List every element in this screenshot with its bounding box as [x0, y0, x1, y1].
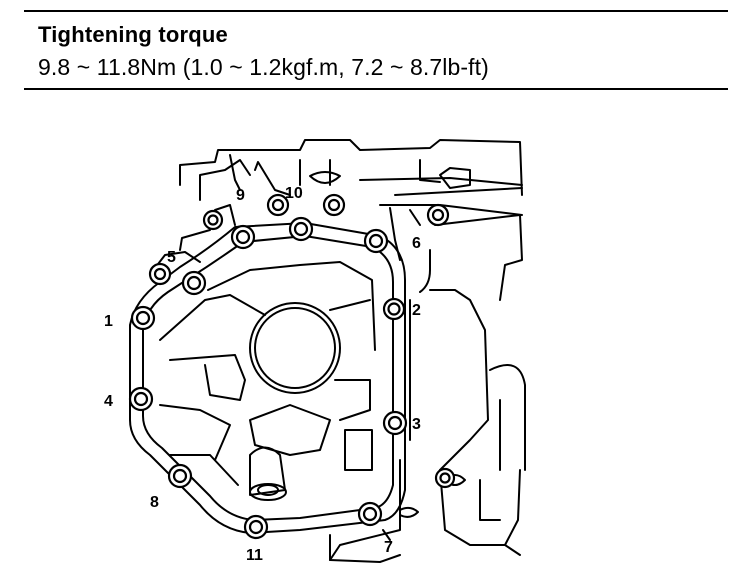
bolt-label-3: 3 — [412, 416, 421, 433]
bolt-label-11: 11 — [246, 547, 263, 564]
oil-pan-outline — [129, 204, 406, 534]
bolt-7 — [357, 501, 383, 527]
bolt-6 — [363, 228, 389, 254]
bolt-label-10: 10 — [285, 185, 303, 202]
bolt-2 — [382, 297, 406, 321]
bolt-5 — [181, 270, 207, 296]
bolt-10c — [322, 193, 346, 217]
bolt-label-4: 4 — [104, 393, 113, 410]
bolt-3 — [382, 410, 408, 436]
bolt-label-5: 5 — [167, 249, 176, 266]
bolt-6b — [426, 203, 450, 227]
bolt-extra — [434, 467, 456, 489]
bolt-label-9: 9 — [236, 187, 245, 204]
bolt-5b — [148, 262, 172, 286]
bolt-8 — [167, 463, 193, 489]
bolt-11 — [243, 514, 269, 540]
bolt-label-8: 8 — [150, 494, 159, 511]
bolt-1 — [130, 305, 156, 331]
bolt-9b — [202, 209, 224, 231]
bolts — [128, 193, 456, 540]
bolt-10 — [288, 216, 314, 242]
leader-line-7 — [382, 529, 391, 541]
bolt-label-1: 1 — [104, 313, 113, 330]
bolt-4 — [128, 386, 154, 412]
engine-block-outline — [179, 139, 526, 563]
spec-title: Tightening torque — [38, 22, 228, 47]
bolt-10b — [266, 193, 290, 217]
bolt-label-6: 6 — [412, 235, 421, 252]
bolt-label-2: 2 — [412, 302, 421, 319]
bolt-label-7: 7 — [384, 539, 393, 556]
torque-value: 9.8 ~ 11.8Nm (1.0 ~ 1.2kgf.m, 7.2 ~ 8.7l… — [38, 54, 489, 80]
spec-header: Tightening torque 9.8 ~ 11.8Nm (1.0 ~ 1.… — [24, 10, 728, 90]
bolt-9 — [230, 224, 256, 250]
